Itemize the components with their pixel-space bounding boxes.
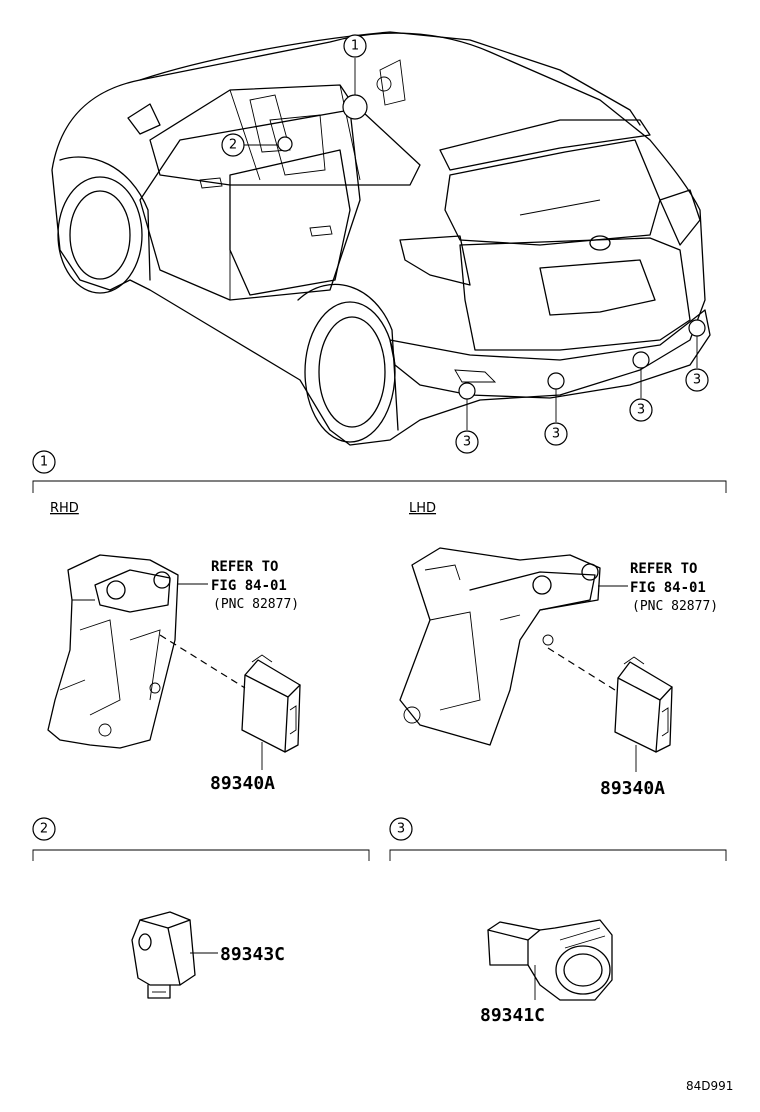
vehicle-illustration — [51, 31, 711, 446]
section-2: 2 89343C — [32, 817, 370, 999]
section-1-callout-label: 1 — [40, 455, 48, 470]
diagram-code: 84D991 — [686, 1079, 733, 1093]
svg-text:3: 3 — [552, 427, 560, 442]
interior-sensor-illustration — [131, 911, 196, 999]
vehicle-callouts: 1 2 3 3 3 3 — [221, 34, 709, 454]
lhd-refer-line1: REFER TO — [630, 561, 697, 577]
rhd-refer-line2: FIG 84-01 — [211, 578, 287, 594]
section-1-bracket — [32, 480, 727, 493]
lhd-ecu-part-number: 89340A — [600, 778, 665, 799]
bumper-sensor-callout-d: 3 — [685, 319, 709, 392]
section-1: 1 RHD LHD REFER TO FIG 84-01 (PNC 82877) — [32, 450, 727, 799]
section-3-callout — [389, 817, 413, 841]
section-3-callout-label: 3 — [397, 822, 405, 837]
callout-1-vehicle — [343, 34, 367, 58]
section-3-bracket — [389, 849, 727, 861]
bumper-sensor-callout-c: 3 — [629, 351, 653, 422]
section-3: 3 89341C — [389, 817, 727, 1026]
ultrasonic-sensor-illustration — [487, 919, 613, 1001]
svg-text:3: 3 — [463, 435, 471, 450]
rhd-ecu-part-number: 89340A — [210, 773, 275, 794]
svg-text:3: 3 — [637, 403, 645, 418]
interior-sensor-mark — [277, 136, 293, 152]
rhd-ecu-illustration — [241, 654, 301, 753]
bumper-sensor-callout-b: 3 — [544, 372, 568, 446]
callout-2-vehicle — [221, 133, 245, 157]
rhd-bracket-illustration — [47, 554, 179, 749]
lhd-label: LHD — [409, 501, 436, 516]
section-2-callout — [32, 817, 56, 841]
section-2-bracket — [32, 849, 370, 861]
callout-1-vehicle-label: 1 — [351, 39, 359, 54]
lhd-bracket-illustration — [399, 547, 601, 746]
rhd-refer-line1: REFER TO — [211, 559, 278, 575]
section-2-callout-label: 2 — [40, 822, 48, 837]
bumper-sensor-callout-a: 3 — [455, 382, 479, 454]
rhd-refer-line3: (PNC 82877) — [213, 597, 299, 612]
ultrasonic-sensor-part-number: 89341C — [480, 1005, 545, 1026]
lhd-ecu-illustration — [614, 656, 673, 753]
lhd-refer-line3: (PNC 82877) — [632, 599, 718, 614]
rhd-label: RHD — [50, 501, 79, 516]
interior-sensor-part-number: 89343C — [220, 944, 285, 965]
callout-2-vehicle-label: 2 — [229, 138, 237, 153]
section-1-callout — [32, 450, 56, 474]
ecu-location-mark — [342, 94, 368, 120]
lhd-refer-line2: FIG 84-01 — [630, 580, 706, 596]
svg-text:3: 3 — [693, 373, 701, 388]
